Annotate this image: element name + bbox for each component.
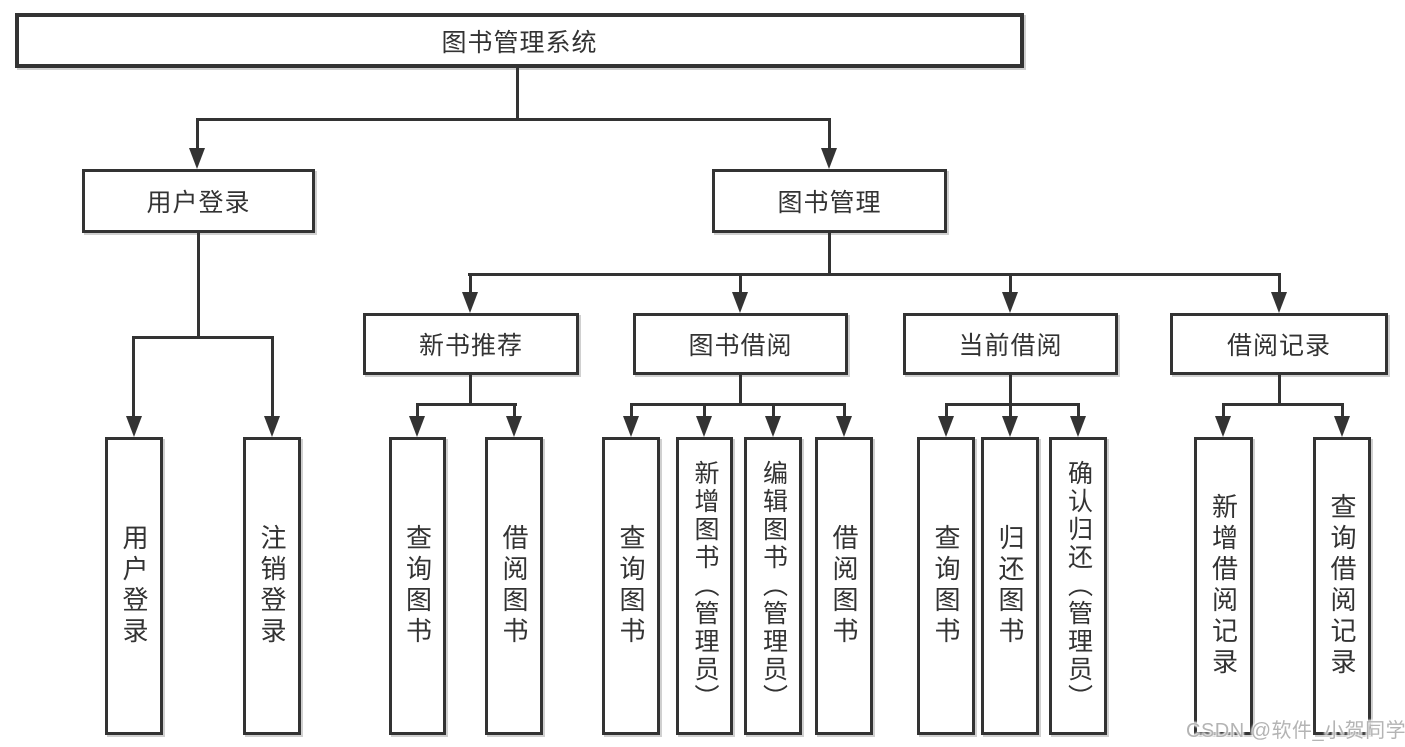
arrow-down-icon: [462, 292, 478, 313]
node-label: 借阅记录: [1226, 332, 1331, 360]
connector-stem: [196, 118, 199, 150]
leaf-borrow-books-borrow: 借阅图书: [815, 437, 873, 735]
arrow-down-icon: [1271, 292, 1287, 313]
connector-stem: [703, 403, 706, 418]
node-label: 图书借阅: [688, 332, 793, 360]
leaf-logout-login: 注销登录: [243, 437, 301, 735]
node-label: 新书推荐: [418, 332, 523, 360]
node-label: 图书管理系统: [441, 28, 598, 57]
arrow-down-icon: [1334, 416, 1350, 437]
leaf-label: 借阅图书: [499, 524, 529, 648]
leaf-query-books-borrow: 查询图书: [602, 437, 660, 735]
arrow-down-icon: [506, 416, 522, 437]
connector-book-management-bar: [468, 273, 1281, 276]
arrow-down-icon: [732, 292, 748, 313]
leaf-label: 查询图书: [402, 524, 433, 648]
connector-stem: [772, 403, 775, 418]
arrow-down-icon: [1215, 416, 1231, 437]
connector-book-management-stem: [828, 233, 831, 276]
csdn-watermark: CSDN @软件_小贺同学: [1186, 720, 1405, 742]
leaf-edit-books-admin: 编辑图书（管理员）: [744, 437, 802, 735]
connector-bar: [945, 403, 1080, 406]
leaf-label: 新增借阅记录: [1208, 493, 1239, 679]
node-borrow-records: 借阅记录: [1170, 313, 1388, 375]
leaf-confirm-return-admin: 确认归还（管理员）: [1049, 437, 1107, 735]
leaf-label: 查询图书: [616, 524, 646, 648]
connector-stem: [739, 273, 742, 294]
arrow-down-icon: [623, 416, 639, 437]
node-library-management-system: 图书管理系统: [15, 13, 1024, 68]
connector-stem: [132, 336, 135, 418]
connector-stem: [469, 273, 472, 294]
leaf-borrow-books-recommend: 借阅图书: [485, 437, 543, 735]
leaf-label: 查询借阅记录: [1327, 493, 1357, 679]
connector-stem: [1278, 273, 1281, 294]
node-book-management: 图书管理: [712, 169, 947, 233]
leaf-query-borrow-record: 查询借阅记录: [1313, 437, 1371, 735]
connector-stem: [416, 403, 419, 418]
connector-stem: [1009, 375, 1012, 406]
leaf-label: 归还图书: [995, 524, 1025, 648]
arrow-down-icon: [264, 416, 280, 437]
arrow-down-icon: [126, 416, 142, 437]
leaf-query-books-current: 查询图书: [917, 437, 975, 735]
arrow-down-icon: [938, 416, 954, 437]
connector-bar: [416, 403, 517, 406]
connector-stem: [513, 403, 516, 418]
arrow-down-icon: [821, 148, 837, 169]
arrow-down-icon: [1070, 416, 1086, 437]
arrow-down-icon: [836, 416, 852, 437]
leaf-label: 查询图书: [931, 524, 961, 648]
node-user-login: 用户登录: [82, 169, 315, 233]
leaf-user-login: 用户登录: [105, 437, 163, 735]
connector-stem: [828, 118, 831, 150]
connector-stem: [1278, 375, 1281, 406]
connector-stem: [843, 403, 846, 418]
connector-stem: [739, 375, 742, 406]
connector-stem: [945, 403, 948, 418]
connector-bar: [1222, 403, 1344, 406]
connector-stem: [1009, 273, 1012, 294]
arrow-down-icon: [1002, 416, 1018, 437]
node-current-borrow: 当前借阅: [903, 313, 1118, 375]
connector-user-login-bar: [133, 336, 274, 339]
arrow-down-icon: [696, 416, 712, 437]
arrow-down-icon: [189, 148, 205, 169]
connector-bar: [630, 403, 846, 406]
leaf-query-books-recommend: 查询图书: [389, 437, 446, 735]
connector-stem: [1077, 403, 1080, 418]
leaf-label: 编辑图书（管理员）: [759, 460, 788, 712]
connector-stem: [271, 336, 274, 418]
connector-stem: [630, 403, 633, 418]
connector-root-bar: [196, 118, 831, 121]
connector-stem: [1009, 403, 1012, 418]
connector-stem: [469, 375, 472, 406]
node-new-book-recommend: 新书推荐: [363, 313, 579, 375]
node-label: 用户登录: [146, 189, 251, 217]
leaf-label: 确认归还（管理员）: [1064, 460, 1093, 712]
leaf-label: 注销登录: [257, 524, 287, 648]
connector-stem: [1341, 403, 1344, 418]
arrow-down-icon: [1002, 292, 1018, 313]
leaf-label: 借阅图书: [829, 524, 859, 648]
connector-user-login-stem: [197, 233, 200, 339]
arrow-down-icon: [765, 416, 781, 437]
connector-stem: [1222, 403, 1225, 418]
leaf-label: 用户登录: [119, 524, 149, 648]
node-book-borrow: 图书借阅: [633, 313, 848, 375]
leaf-add-books-admin: 新增图书（管理员）: [676, 437, 733, 735]
leaf-add-borrow-record: 新增借阅记录: [1194, 437, 1253, 735]
node-label: 图书管理: [777, 189, 882, 217]
connector-root-stem: [516, 68, 519, 120]
node-label: 当前借阅: [958, 332, 1063, 360]
arrow-down-icon: [409, 416, 425, 437]
leaf-return-books: 归还图书: [981, 437, 1039, 735]
leaf-label: 新增图书（管理员）: [691, 460, 719, 712]
